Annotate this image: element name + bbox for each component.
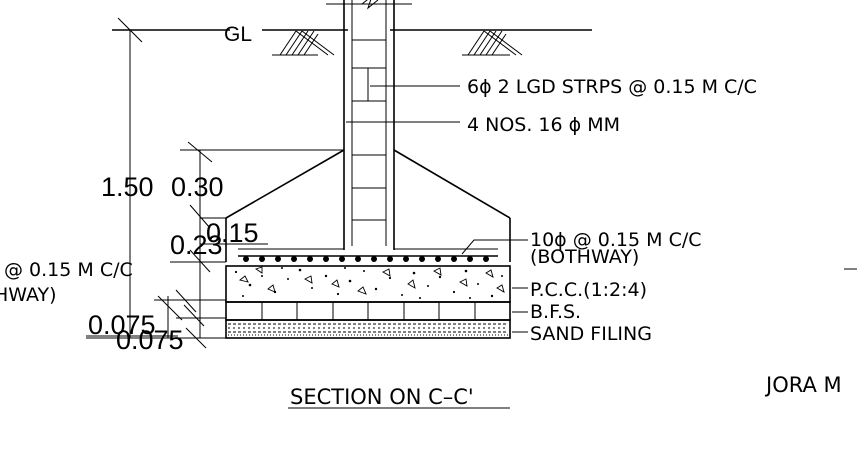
total-depth-dim <box>86 17 226 339</box>
left-clip-line1: @ 0.15 M C/C <box>4 259 133 281</box>
base-mesh-callout-line1: 10ɸ @ 0.15 M C/C <box>530 229 702 251</box>
pcc-layer <box>225 265 511 303</box>
leaders <box>346 85 528 333</box>
main-bar-callout: 4 NOS. 16 ɸ MM <box>467 114 620 136</box>
bfs-layer <box>225 301 511 321</box>
base-thickness-label: 0.23 <box>170 230 223 260</box>
column <box>326 0 412 250</box>
sand-callout: SAND FILING <box>530 323 652 345</box>
earth-hatch-right <box>462 30 523 56</box>
stirrup-callout: 6ɸ 2 LGD STRPS @ 0.15 M C/C <box>467 76 757 98</box>
base-mesh-callout-line2: (BOTHWAY) <box>530 246 639 268</box>
sand-layer <box>225 319 511 339</box>
right-clip-label: JORA M <box>764 373 842 397</box>
stirrups <box>352 39 386 221</box>
ground-label: GL <box>224 23 252 46</box>
pedestal-label: 0.30 <box>171 172 224 202</box>
earth-hatch-left <box>272 30 335 56</box>
pcc-callout: P.C.C.(1:2:4) <box>530 279 647 301</box>
sand-thickness-label: 0.075 <box>116 325 184 355</box>
bfs-callout: B.F.S. <box>530 301 581 323</box>
pcc-thickness-label: 0.075 <box>88 310 156 340</box>
left-clip-line2: HWAY) <box>0 284 57 306</box>
base-reinforcement <box>238 248 498 262</box>
total-depth-label: 1.50 <box>101 172 154 202</box>
stirrup-spacing-dim <box>362 67 376 102</box>
section-title: SECTION ON C–C' <box>290 385 474 409</box>
sloped-footing <box>225 149 511 262</box>
slope-offset-label: 0.15 <box>206 218 259 248</box>
